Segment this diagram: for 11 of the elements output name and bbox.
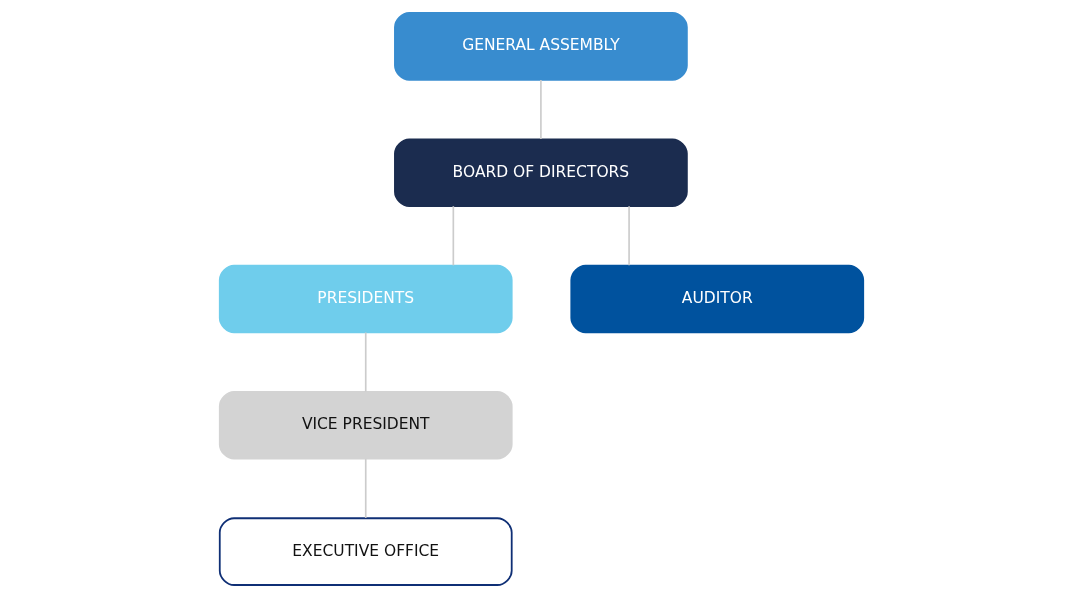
node-box: EXECUTIVE OFFICE (218, 517, 513, 586)
connector (452, 205, 455, 267)
node-box: AUDITOR (570, 264, 865, 334)
node-box: BOARD OF DIRECTORS (394, 138, 688, 207)
node-box: VICE PRESIDENT (218, 391, 513, 460)
node-box: GENERAL ASSEMBLY (394, 12, 688, 81)
connector (364, 458, 367, 519)
node-box: PRESIDENTS (218, 264, 513, 334)
connector (628, 205, 630, 267)
connector (540, 79, 542, 140)
connector (364, 331, 367, 393)
